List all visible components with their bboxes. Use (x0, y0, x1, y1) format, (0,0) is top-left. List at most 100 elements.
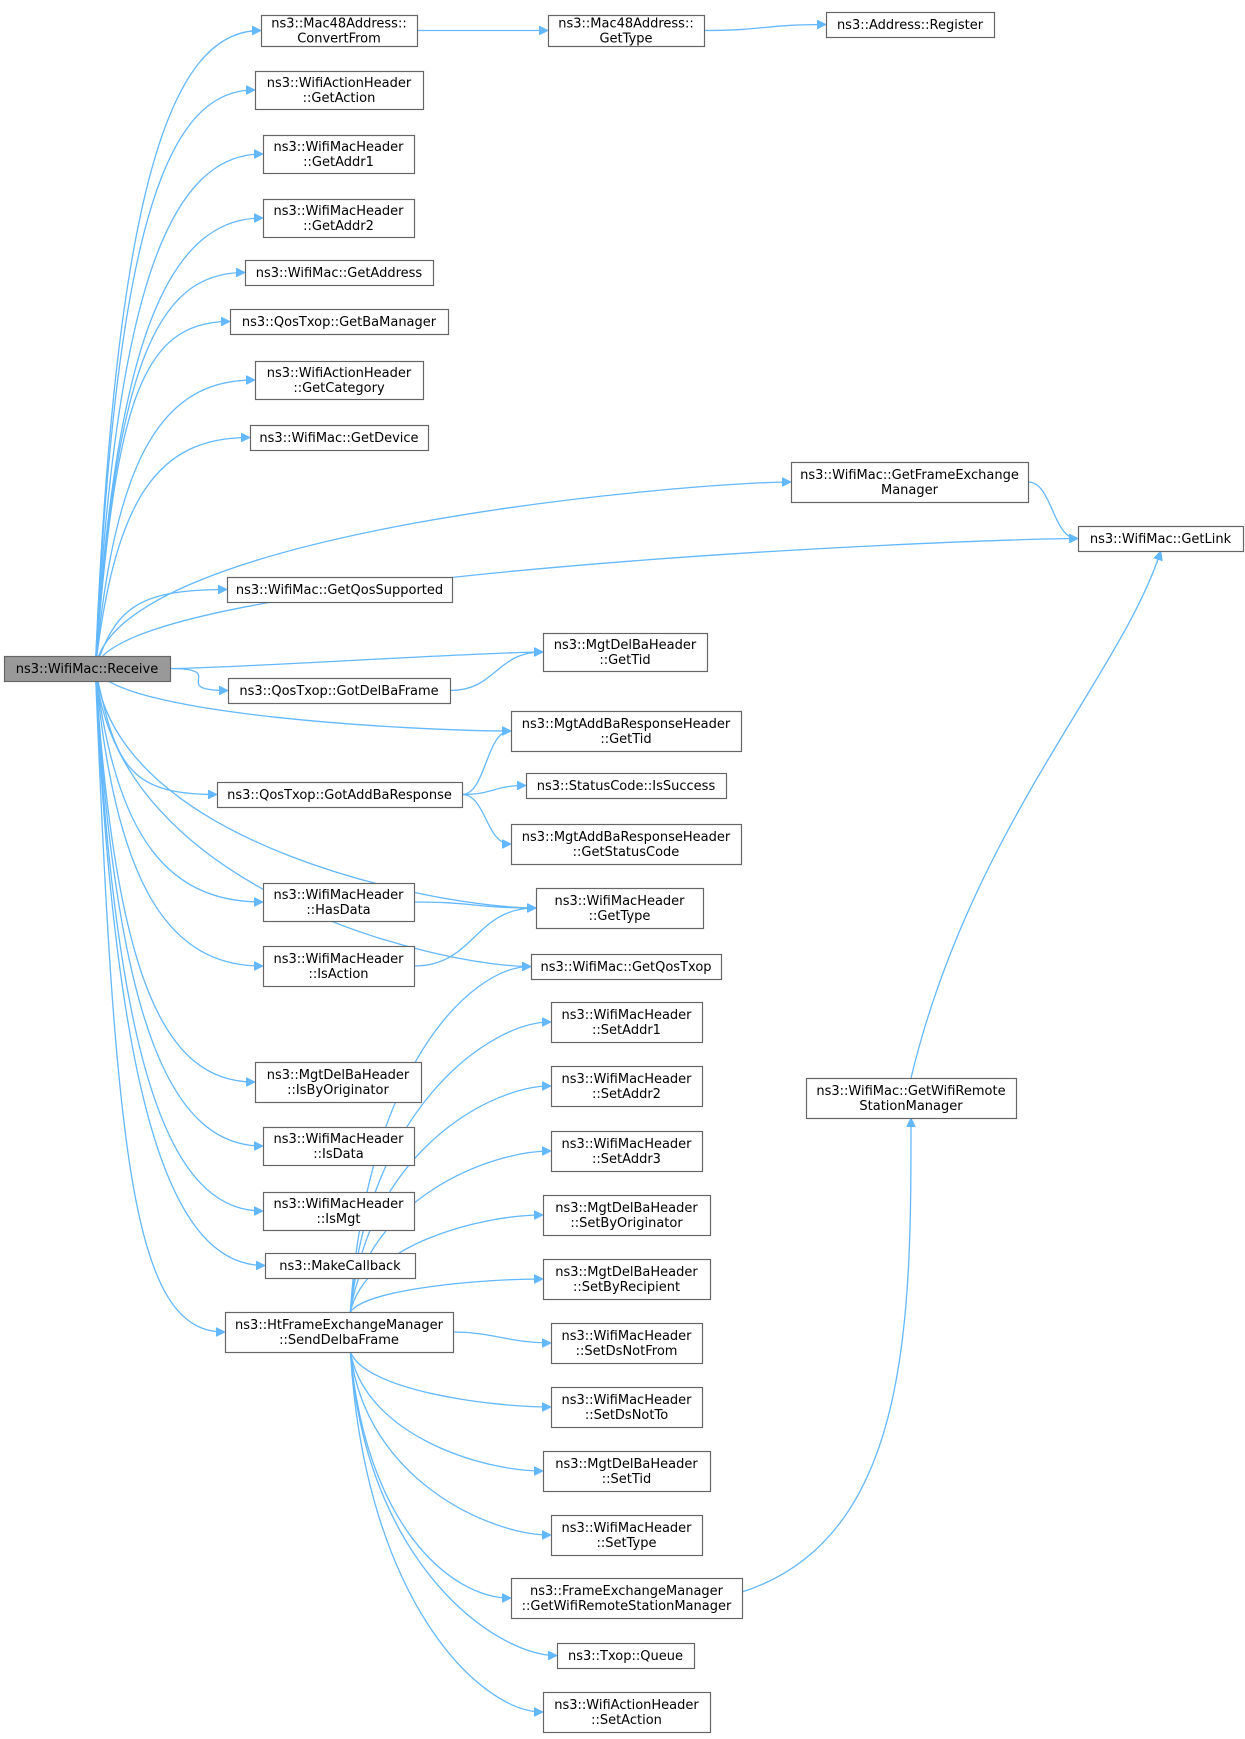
node-box (510, 1577, 744, 1620)
node-receive[interactable]: ns3::WifiMac::Receive (3, 655, 172, 683)
node-machdr-gettype[interactable]: ns3::WifiMacHeader::GetType (535, 887, 705, 930)
edge-htfem-senddelbaframe-to-txop-queue (349, 1351, 556, 1656)
node-label: StationManager (859, 1099, 963, 1114)
node-wifimac-getwrsm[interactable]: ns3::WifiMac::GetWifiRemoteStationManage… (805, 1077, 1018, 1120)
node-machdr-hasdata[interactable]: ns3::WifiMacHeader::HasData (262, 882, 416, 923)
node-machdr-setdsnotto[interactable]: ns3::WifiMacHeader::SetDsNotTo (550, 1386, 704, 1429)
node-label: ::GetWifiRemoteStationManager (522, 1599, 732, 1614)
node-label: ns3::WifiMacHeader (273, 204, 404, 219)
node-label: ns3::WifiMacHeader (273, 1132, 404, 1147)
node-wifimac-getdevice[interactable]: ns3::WifiMac::GetDevice (249, 424, 430, 452)
node-address-register[interactable]: ns3::Address::Register (825, 11, 996, 39)
node-actionhdr-getaction[interactable]: ns3::WifiActionHeader::GetAction (254, 70, 425, 111)
node-qostxop-gotaddbaresponse[interactable]: ns3::QosTxop::GotAddBaResponse (216, 781, 464, 809)
node-wifimac-getaddress[interactable]: ns3::WifiMac::GetAddress (244, 259, 435, 287)
node-delba-setbyoriginator[interactable]: ns3::MgtDelBaHeader::SetByOriginator (542, 1194, 712, 1237)
node-label: ::GetAddr2 (303, 219, 374, 234)
node-label: ns3::MgtAddBaResponseHeader (522, 830, 731, 845)
node-label: ns3::FrameExchangeManager (530, 1584, 724, 1599)
edge-receive-to-delba-gettid (169, 652, 542, 670)
node-box (530, 953, 723, 981)
edge-receive-to-machdr-isdata (94, 668, 262, 1147)
node-machdr-isdata[interactable]: ns3::WifiMacHeader::IsData (262, 1126, 416, 1167)
node-label: ns3::WifiMac::GetLink (1090, 532, 1232, 547)
node-label: ns3::WifiActionHeader (267, 76, 412, 91)
node-label: ns3::Txop::Queue (568, 1649, 683, 1664)
edge-receive-to-qostxop-gotdelbaframe (169, 667, 227, 691)
node-label: ::GetAddr1 (303, 155, 374, 170)
node-delba-isbyoriginator[interactable]: ns3::MgtDelBaHeader::IsByOriginator (254, 1061, 423, 1104)
node-machdr-getaddr1[interactable]: ns3::WifiMacHeader::GetAddr1 (262, 134, 416, 175)
node-label: ::GetCategory (293, 381, 385, 396)
edge-receive-to-actionhdr-getcategory (94, 380, 254, 669)
node-box (556, 1642, 696, 1670)
edge-receive-to-wifimac-getqossupported (94, 590, 226, 669)
node-fem-getwrsm[interactable]: ns3::FrameExchangeManager::GetWifiRemote… (510, 1577, 744, 1620)
node-label: ns3::Address::Register (837, 18, 984, 33)
node-label: ::SetTid (602, 1472, 652, 1487)
node-actionhdr-setaction[interactable]: ns3::WifiActionHeader::SetAction (542, 1691, 712, 1734)
node-txop-queue[interactable]: ns3::Txop::Queue (556, 1642, 696, 1670)
node-mac48-convertfrom[interactable]: ns3::Mac48Address::ConvertFrom (260, 14, 419, 48)
node-box (254, 70, 425, 111)
edge-receive-to-machdr-getaddr2 (94, 218, 262, 669)
node-label: ::SetDsNotTo (585, 1408, 668, 1423)
edge-receive-to-machdr-gettype (94, 668, 535, 909)
node-qostxop-getbamanager[interactable]: ns3::QosTxop::GetBaManager (229, 308, 450, 336)
edges-layer (94, 25, 1160, 1713)
node-box (510, 823, 743, 866)
node-wifimac-getlink[interactable]: ns3::WifiMac::GetLink (1077, 525, 1245, 553)
node-box (542, 1450, 712, 1493)
node-label: ns3::QosTxop::GetBaManager (242, 315, 437, 330)
edge-mac48-gettype-to-address-register (703, 25, 825, 32)
node-label: ns3::WifiMac::GetFrameExchange (800, 468, 1019, 483)
edge-receive-to-htfem-senddelbaframe (94, 668, 224, 1333)
node-label: ::SetAction (591, 1713, 662, 1728)
node-actionhdr-getcategory[interactable]: ns3::WifiActionHeader::GetCategory (254, 360, 425, 401)
node-machdr-ismgt[interactable]: ns3::WifiMacHeader::IsMgt (262, 1191, 416, 1232)
node-addbaresp-getstatuscode[interactable]: ns3::MgtAddBaResponseHeader::GetStatusCo… (510, 823, 743, 866)
node-statuscode-issuccess[interactable]: ns3::StatusCode::IsSuccess (525, 772, 728, 800)
node-box (224, 1311, 455, 1354)
node-wifimac-getqossupported[interactable]: ns3::WifiMac::GetQosSupported (226, 576, 454, 604)
edge-htfem-senddelbaframe-to-fem-getwrsm (349, 1351, 510, 1598)
node-box (550, 1514, 704, 1557)
edge-receive-to-makecallback (94, 668, 264, 1266)
node-label: ::IsMgt (317, 1212, 361, 1227)
node-label: ::SetAddr3 (592, 1152, 661, 1167)
edge-receive-to-machdr-hasdata (94, 668, 262, 903)
node-addbaresp-gettid[interactable]: ns3::MgtAddBaResponseHeader::GetTid (510, 710, 743, 753)
node-makecallback[interactable]: ns3::MakeCallback (264, 1252, 417, 1280)
node-qostxop-gotdelbaframe[interactable]: ns3::QosTxop::GotDelBaFrame (227, 677, 452, 705)
node-box (542, 1691, 712, 1734)
node-delba-setbyrecipient[interactable]: ns3::MgtDelBaHeader::SetByRecipient (542, 1258, 712, 1301)
node-mac48-gettype[interactable]: ns3::Mac48Address::GetType (547, 14, 706, 48)
node-label: ns3::StatusCode::IsSuccess (537, 779, 716, 794)
node-machdr-settype[interactable]: ns3::WifiMacHeader::SetType (550, 1514, 704, 1557)
node-wifimac-getqostxop[interactable]: ns3::WifiMac::GetQosTxop (530, 953, 723, 981)
edge-receive-to-qostxop-gotaddbaresponse (94, 668, 216, 795)
node-machdr-getaddr2[interactable]: ns3::WifiMacHeader::GetAddr2 (262, 198, 416, 239)
node-box (542, 632, 709, 673)
node-box (229, 308, 450, 336)
node-delba-gettid[interactable]: ns3::MgtDelBaHeader::GetTid (542, 632, 709, 673)
node-box (264, 1252, 417, 1280)
node-delba-settid[interactable]: ns3::MgtDelBaHeader::SetTid (542, 1450, 712, 1493)
node-label: ns3::WifiMacHeader (273, 952, 404, 967)
edge-receive-to-wifimac-getaddress (94, 273, 244, 669)
node-htfem-senddelbaframe[interactable]: ns3::HtFrameExchangeManager::SendDelbaFr… (224, 1311, 455, 1354)
node-machdr-setaddr1[interactable]: ns3::WifiMacHeader::SetAddr1 (550, 1001, 704, 1044)
node-machdr-setaddr3[interactable]: ns3::WifiMacHeader::SetAddr3 (550, 1130, 704, 1173)
edge-receive-to-delba-isbyoriginator (94, 668, 254, 1083)
node-machdr-isaction[interactable]: ns3::WifiMacHeader::IsAction (262, 945, 416, 988)
node-label: ns3::MakeCallback (279, 1259, 401, 1274)
edge-htfem-senddelbaframe-to-delba-settid (349, 1351, 542, 1471)
edge-htfem-senddelbaframe-to-machdr-setdsnotto (349, 1351, 550, 1407)
edge-wifimac-getfem-to-wifimac-getlink (1027, 481, 1077, 539)
node-machdr-setdsnotfrom[interactable]: ns3::WifiMacHeader::SetDsNotFrom (550, 1322, 704, 1365)
node-machdr-setaddr2[interactable]: ns3::WifiMacHeader::SetAddr2 (550, 1065, 704, 1108)
edge-receive-to-wifimac-getdevice (94, 438, 249, 669)
node-label: ns3::MgtDelBaHeader (267, 1068, 410, 1083)
